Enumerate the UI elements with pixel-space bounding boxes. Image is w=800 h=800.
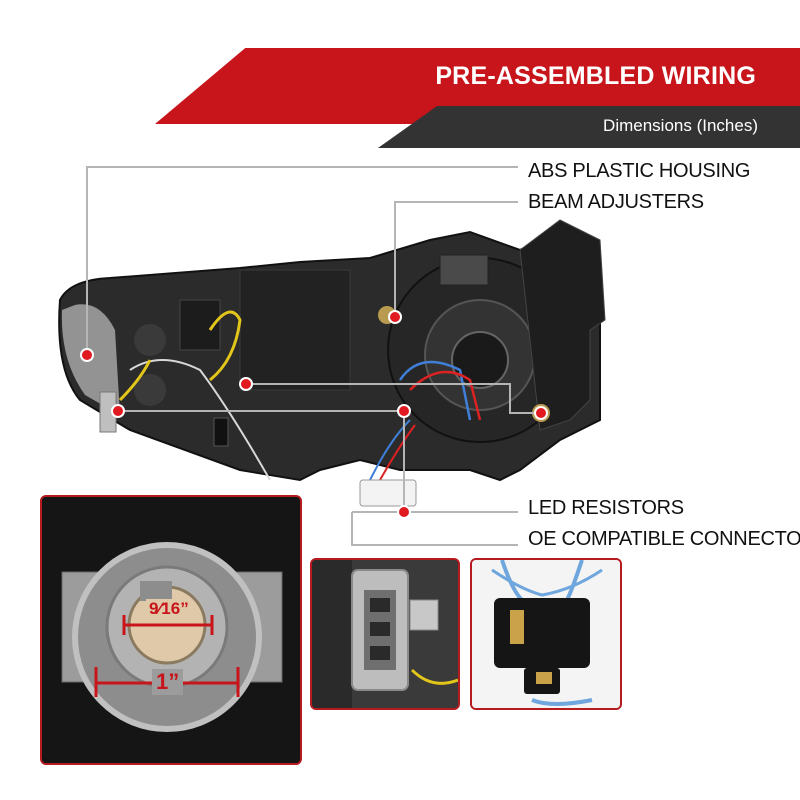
socket-dimension-panel: 9⁄16” 1”: [40, 495, 302, 765]
bulb-connector-photo: [472, 560, 620, 708]
connector-photo: [312, 560, 458, 708]
callout-oe-connectors: OE COMPATIBLE CONNECTORS: [528, 528, 800, 550]
banner-subtitle: Dimensions (Inches): [603, 116, 758, 135]
callout-beam-adjusters: BEAM ADJUSTERS: [528, 191, 704, 213]
subtitle-banner: [378, 106, 800, 148]
inner-diameter-label: 9⁄16”: [146, 599, 192, 619]
callout-led-resistors: LED RESISTORS: [528, 497, 684, 519]
callout-housing: ABS PLASTIC HOUSING: [528, 160, 751, 182]
socket-photo: [42, 497, 300, 763]
outer-diameter-label: 1”: [152, 669, 184, 695]
banner-title: PRE-ASSEMBLED WIRING: [435, 62, 756, 90]
connector-panel: [310, 558, 460, 710]
bulb-connector-panel: [470, 558, 622, 710]
